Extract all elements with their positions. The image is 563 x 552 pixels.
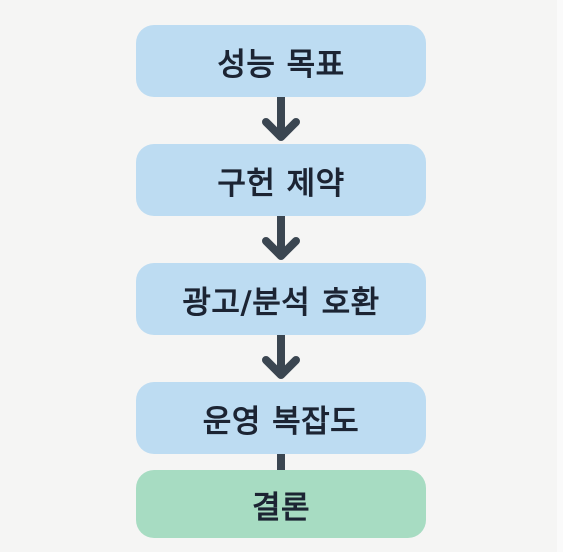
step-label: 광고/분석 호환: [182, 284, 380, 321]
step-label: 운영 복잡도: [202, 403, 360, 440]
conclusion-label: 결론: [251, 489, 311, 526]
arrow-2-to-3: [262, 212, 300, 260]
step-box-operational-complexity: 운영 복잡도: [136, 382, 426, 454]
right-edge-strip: [557, 0, 563, 552]
step-box-performance-goal: 성능 목표: [136, 25, 426, 97]
arrow-3-to-4: [262, 331, 300, 379]
step-box-constraints: 구헌 제약: [136, 144, 426, 216]
conclusion-box: 결론: [136, 470, 426, 538]
step-box-ad-analytics-compat: 광고/분석 호환: [136, 263, 426, 335]
step-label: 성능 목표: [217, 46, 345, 83]
arrow-1-to-2: [262, 93, 300, 141]
step-label: 구헌 제약: [217, 165, 345, 202]
